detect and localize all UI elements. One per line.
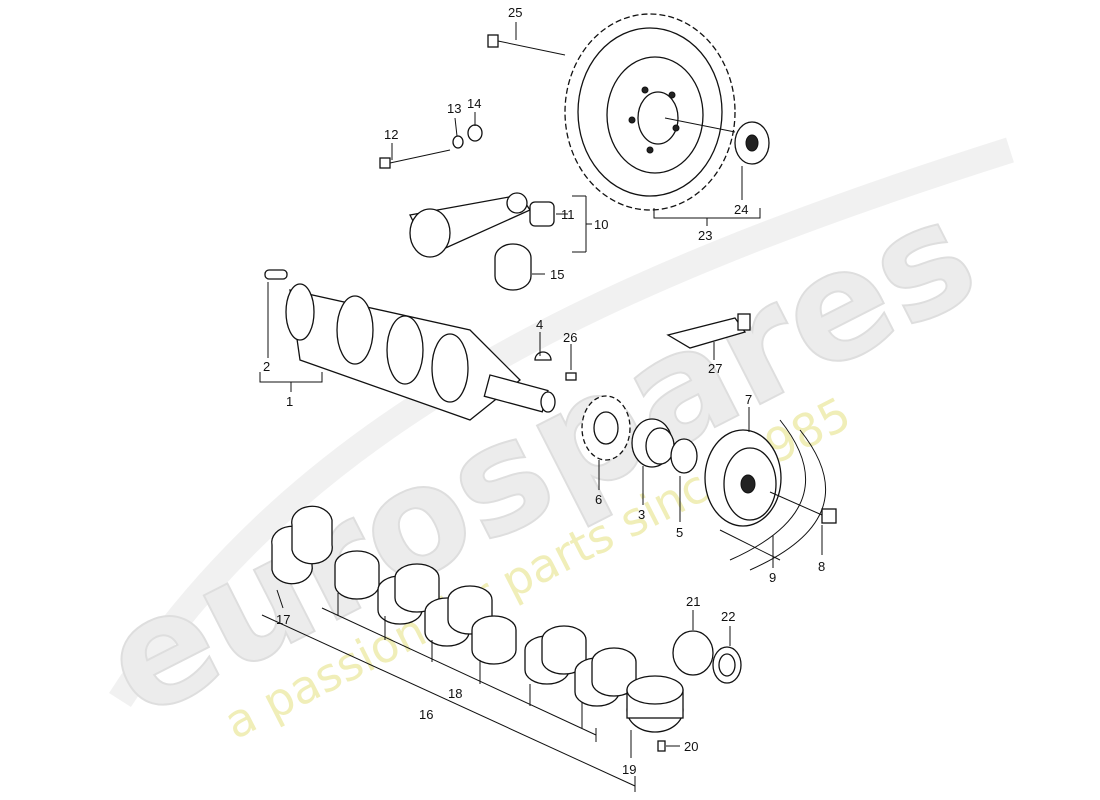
callout-11: 11 [561, 207, 575, 222]
dowel-pin [264, 269, 288, 280]
shaft-seal [712, 646, 742, 684]
spacer-sleeve [631, 418, 675, 468]
callout-12: 12 [384, 127, 398, 142]
callout-14: 14 [467, 96, 481, 111]
callout-20: 20 [684, 739, 698, 754]
pulley-bolt [769, 491, 837, 524]
nut [467, 124, 483, 142]
callout-13: 13 [447, 101, 461, 116]
callout-19: 19 [622, 762, 636, 777]
sealant-tube [666, 313, 751, 349]
callout-15: 15 [550, 267, 564, 282]
connecting-rod-bolt [379, 149, 451, 169]
rod-bearing-shell [494, 243, 532, 291]
callout-16: 16 [419, 707, 433, 722]
callout-24: 24 [734, 202, 748, 217]
callout-1: 1 [286, 394, 293, 409]
pilot-bearing [734, 121, 770, 165]
crankshaft [285, 283, 556, 421]
callout-18: 18 [448, 686, 462, 701]
callout-8: 8 [818, 559, 825, 574]
timing-gear [581, 395, 631, 461]
callout-7: 7 [745, 392, 752, 407]
callout-labels: 1 2 3 4 5 6 7 8 9 10 11 12 13 14 15 16 1… [263, 5, 825, 777]
retaining-ring [670, 438, 698, 474]
callout-10: 10 [594, 217, 608, 232]
callout-5: 5 [676, 525, 683, 540]
o-ring [672, 630, 714, 676]
main-bearing-shell-set [334, 550, 637, 707]
callout-6: 6 [595, 492, 602, 507]
callout-22: 22 [721, 609, 735, 624]
callout-3: 3 [638, 507, 645, 522]
callout-21: 21 [686, 594, 700, 609]
connecting-rod [409, 192, 531, 258]
callout-2: 2 [263, 359, 270, 374]
callout-27: 27 [708, 361, 722, 376]
small-pin [657, 740, 666, 752]
leader-lines [259, 22, 823, 792]
woodruff-key [534, 351, 552, 361]
washer [452, 135, 464, 149]
flywheel [564, 13, 736, 211]
callout-23: 23 [698, 228, 712, 243]
callout-26: 26 [563, 330, 577, 345]
small-end-bushing [529, 201, 555, 227]
callout-9: 9 [769, 570, 776, 585]
vibration-damper [704, 429, 782, 527]
drive-belt [719, 419, 827, 571]
callout-17: 17 [276, 612, 290, 627]
pin [565, 372, 577, 381]
flywheel-bolt [487, 34, 566, 56]
callout-4: 4 [536, 317, 543, 332]
thrust-bearing [271, 505, 333, 585]
callout-25: 25 [508, 5, 522, 20]
rear-seal-sleeve [626, 675, 684, 733]
